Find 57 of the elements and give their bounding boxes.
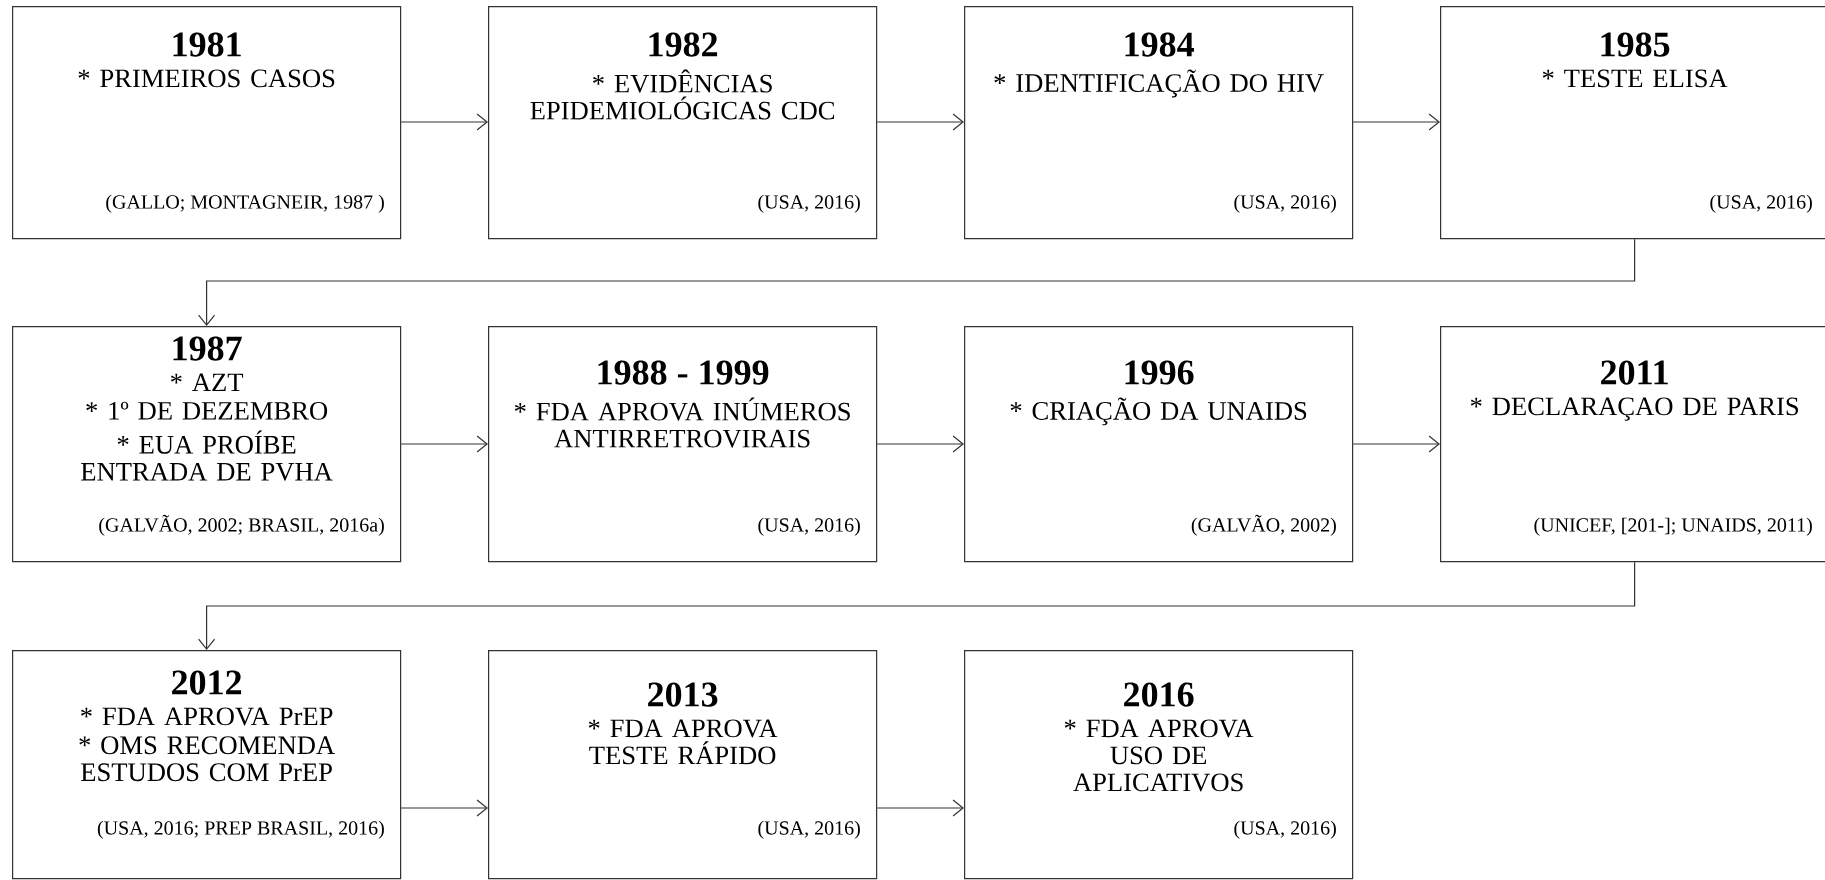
arrow — [1352, 113, 1440, 131]
citation-text: (GALVÃO, 2002) — [1191, 514, 1336, 536]
timeline-box — [488, 650, 878, 880]
event-text: * 1º DE DEZEMBRO — [86, 401, 328, 420]
arrow — [1352, 435, 1440, 453]
timeline-box — [12, 6, 402, 240]
event-text: * AZT — [170, 373, 244, 392]
year-heading: 1984 — [1125, 32, 1194, 57]
citation-text: (USA, 2016) — [1710, 194, 1812, 213]
year-heading: 2011 — [1601, 360, 1668, 385]
arrow — [876, 435, 964, 453]
citation-text: (USA, 2016; PREP BRASIL, 2016) — [97, 820, 384, 839]
event-text: * FDA APROVA INÚMEROS ANTIRRETROVIRAIS — [514, 397, 850, 448]
event-text: * TESTE ELISA — [1542, 69, 1728, 88]
timeline-box — [12, 326, 402, 563]
citation-text: (USA, 2016) — [758, 517, 860, 536]
event-text: * EVIDÊNCIAS EPIDEMIOLÓGICAS CDC — [530, 69, 835, 120]
event-text: * FDA APROVA USO DE APLICATIVOS — [1064, 719, 1254, 792]
year-heading: 1985 — [1601, 32, 1670, 57]
timeline-box — [12, 650, 402, 880]
arrow — [198, 238, 1636, 326]
citation-text: (USA, 2016) — [1234, 194, 1336, 213]
timeline-box — [964, 326, 1354, 563]
arrow — [876, 113, 964, 131]
year-heading: 1996 — [1125, 360, 1194, 385]
citation-text: (USA, 2016) — [758, 194, 860, 213]
arrow — [400, 113, 488, 131]
arrow — [198, 561, 1636, 650]
event-text: * OMS RECOMENDA ESTUDOS COM PrEP — [79, 736, 335, 782]
arrow — [400, 435, 488, 453]
event-text: * PRIMEIROS CASOS — [78, 69, 335, 88]
citation-text: (USA, 2016) — [758, 820, 860, 839]
year-heading: 2012 — [172, 670, 242, 695]
year-heading: 1988 - 1999 — [598, 360, 769, 385]
year-heading: 1982 — [649, 32, 718, 57]
arrow — [876, 799, 964, 817]
event-text: * DECLARAÇAO DE PARIS — [1470, 397, 1798, 421]
event-text: * IDENTIFICAÇÃO DO HIV — [994, 69, 1324, 98]
citation-text: (USA, 2016) — [1234, 820, 1336, 839]
event-text: * FDA APROVA TESTE RÁPIDO — [588, 719, 778, 765]
year-heading: 2016 — [1124, 682, 1194, 707]
citation-text: (UNICEF, [201-]; UNAIDS, 2011) — [1534, 517, 1812, 536]
timeline-box — [964, 6, 1354, 240]
citation-text: (GALLO; MONTAGNEIR, 1987 ) — [106, 194, 384, 213]
arrow — [400, 799, 488, 817]
timeline-box — [488, 326, 878, 563]
event-text: * FDA APROVA PrEP — [81, 707, 333, 726]
citation-text: (GALVÃO, 2002; BRASIL, 2016a) — [99, 514, 384, 536]
year-heading: 1981 — [173, 32, 241, 57]
event-text: * EUA PROÍBE ENTRADA DE PVHA — [81, 430, 333, 481]
timeline-box — [1440, 6, 1825, 240]
year-heading: 2013 — [648, 682, 718, 707]
event-text: * CRIAÇÃO DA UNAIDS — [1010, 397, 1307, 426]
timeline-box — [964, 650, 1354, 880]
timeline-box — [1440, 326, 1825, 563]
timeline-box — [488, 6, 878, 240]
year-heading: 1987 — [173, 336, 242, 361]
